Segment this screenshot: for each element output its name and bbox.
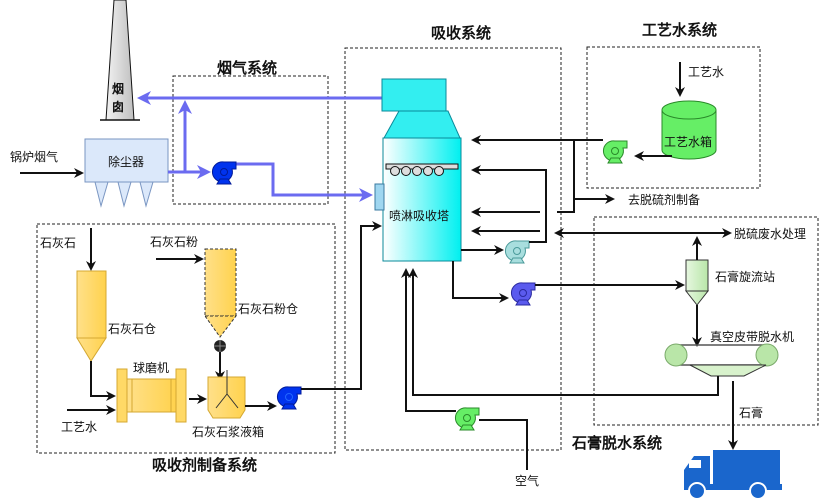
gypsum-label: 石膏: [739, 405, 763, 420]
truck-icon: [684, 450, 782, 500]
ball-mill-label: 球磨机: [133, 361, 169, 375]
process-water-pump-icon: [602, 140, 628, 164]
recirc-to-spray-arrow: [471, 165, 547, 243]
filtrate-return-arrow: [408, 268, 719, 396]
absorbent-prep-system-box: [36, 223, 336, 454]
tower-to-bleed-pump-arrow: [452, 261, 509, 303]
to-absorbent-prep-label: 去脱硫剂制备: [628, 192, 700, 207]
process-water-branch-line: [557, 140, 575, 213]
slurry-to-tower-arrow: [301, 221, 382, 390]
chimney: 烟 囱: [100, 0, 140, 121]
limestone-silo: [76, 270, 107, 362]
limestone-powder-label: 石灰石粉: [150, 235, 198, 249]
boiler-flue-gas-label: 锅炉烟气: [10, 149, 58, 164]
wastewater-label: 脱硫废水处理: [734, 226, 806, 241]
slurry-tank-label: 石灰石浆液箱: [192, 424, 264, 439]
vacuum-belt-filter: [664, 343, 779, 377]
slurry-tank: [207, 370, 246, 419]
chimney-label-1: 烟: [112, 82, 124, 96]
process-water-tank: 工艺水箱: [661, 100, 717, 160]
gypsum-dewatering-system-box: [593, 216, 819, 426]
silo-to-mill-arrow: [90, 361, 116, 401]
chimney-label-2: 囱: [112, 99, 124, 114]
process-water-system-title: 工艺水系统: [642, 21, 717, 39]
slurry-feed-pump-icon: [276, 386, 302, 410]
booster-fan-icon: [211, 161, 237, 185]
ball-mill: [116, 368, 187, 423]
flue-gas-system-box: [172, 75, 329, 205]
spray-absorption-tower: 喷淋吸收塔: [374, 78, 462, 262]
gypsum-dewatering-system-title: 石膏脱水系统: [571, 434, 662, 452]
flue-gas-system-title: 烟气系统: [217, 59, 277, 77]
limestone-label: 石灰石: [40, 236, 76, 250]
mill-water-label: 工艺水: [61, 420, 97, 434]
limestone-powder-silo-label: 石灰石粉仓: [238, 302, 298, 316]
dust-collector: 除尘器: [84, 138, 169, 208]
dust-collector-label: 除尘器: [108, 154, 144, 169]
gypsum-cyclone: [684, 259, 710, 306]
flue-gas-to-tower-line: [232, 162, 373, 202]
limestone-silo-label: 石灰石仓: [108, 322, 156, 336]
process-water-inlet-label: 工艺水: [688, 65, 724, 79]
process-water-system-box: [586, 46, 761, 189]
vacuum-belt-filter-label: 真空皮带脱水机: [710, 329, 794, 344]
gypsum-bleed-pump-icon: [510, 282, 536, 306]
absorption-system-box: [344, 47, 562, 451]
limestone-powder-silo: [204, 248, 238, 338]
recirculation-pump-icon: [504, 240, 530, 264]
air-inlet-line: [479, 419, 528, 470]
oxidation-air-blower-icon: [454, 407, 480, 431]
air-label: 空气: [515, 473, 539, 488]
process-water-tank-label: 工艺水箱: [664, 134, 712, 149]
absorbent-prep-system-title: 吸收剂制备系统: [152, 456, 257, 474]
absorption-system-title: 吸收系统: [431, 24, 491, 42]
air-to-tower-arrow: [401, 268, 456, 412]
gypsum-cyclone-label: 石膏旋流站: [715, 269, 775, 284]
rotary-valve-icon: [214, 340, 226, 352]
spray-tower-label: 喷淋吸收塔: [389, 209, 449, 223]
